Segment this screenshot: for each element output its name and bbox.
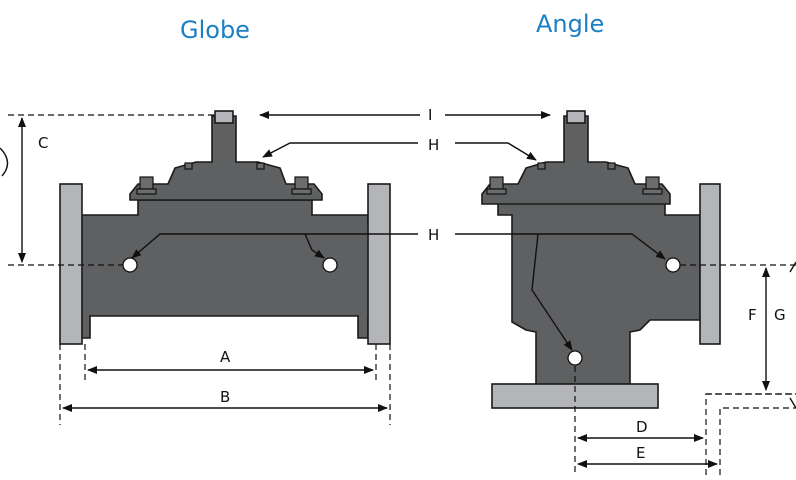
angle-title: Angle [536, 10, 605, 38]
globe-plug-left [184, 162, 193, 170]
angle-plug-right [607, 162, 616, 170]
dimension-E: E [577, 407, 796, 475]
angle-valve-bonnet [481, 115, 671, 205]
dimension-A: A [84, 344, 377, 382]
leader-H-top: H [262, 136, 537, 161]
clipped-bracket [0, 147, 9, 177]
angle-port-side [665, 257, 681, 273]
globe-port-left [122, 257, 138, 273]
label-H-top: H [428, 136, 439, 154]
globe-flange-right [367, 183, 391, 345]
label-E: E [636, 444, 645, 462]
label-D: D [636, 418, 648, 436]
label-B: B [220, 388, 230, 406]
leader-H-mid: H [131, 226, 666, 351]
globe-flange-left [59, 183, 83, 345]
label-A: A [220, 348, 231, 366]
angle-bolt-left [486, 176, 507, 195]
globe-stem-cap [214, 110, 234, 124]
label-F: F [748, 306, 757, 324]
angle-bolt-right [642, 176, 663, 195]
angle-plug-left [537, 162, 546, 170]
globe-title: Globe [180, 16, 250, 44]
globe-valve [59, 110, 391, 345]
label-C: C [38, 134, 48, 152]
globe-bolt-right [291, 176, 312, 195]
globe-port-right [322, 257, 338, 273]
dimension-I: I [259, 106, 551, 124]
angle-flange-side [699, 183, 721, 345]
angle-port-bottom [567, 350, 583, 366]
angle-stem-cap [566, 110, 586, 124]
dimension-B: B [59, 344, 391, 425]
dimension-D: D [574, 366, 796, 475]
label-G: G [774, 306, 786, 324]
dimension-C: C [0, 114, 215, 266]
label-H-mid: H [428, 226, 439, 244]
dimension-G: G [774, 261, 796, 409]
angle-valve [481, 110, 721, 409]
globe-bolt-left [136, 176, 157, 195]
label-I: I [428, 106, 432, 124]
globe-valve-bonnet [129, 115, 323, 201]
angle-valve-body [497, 199, 701, 396]
globe-plug-right [256, 162, 265, 170]
